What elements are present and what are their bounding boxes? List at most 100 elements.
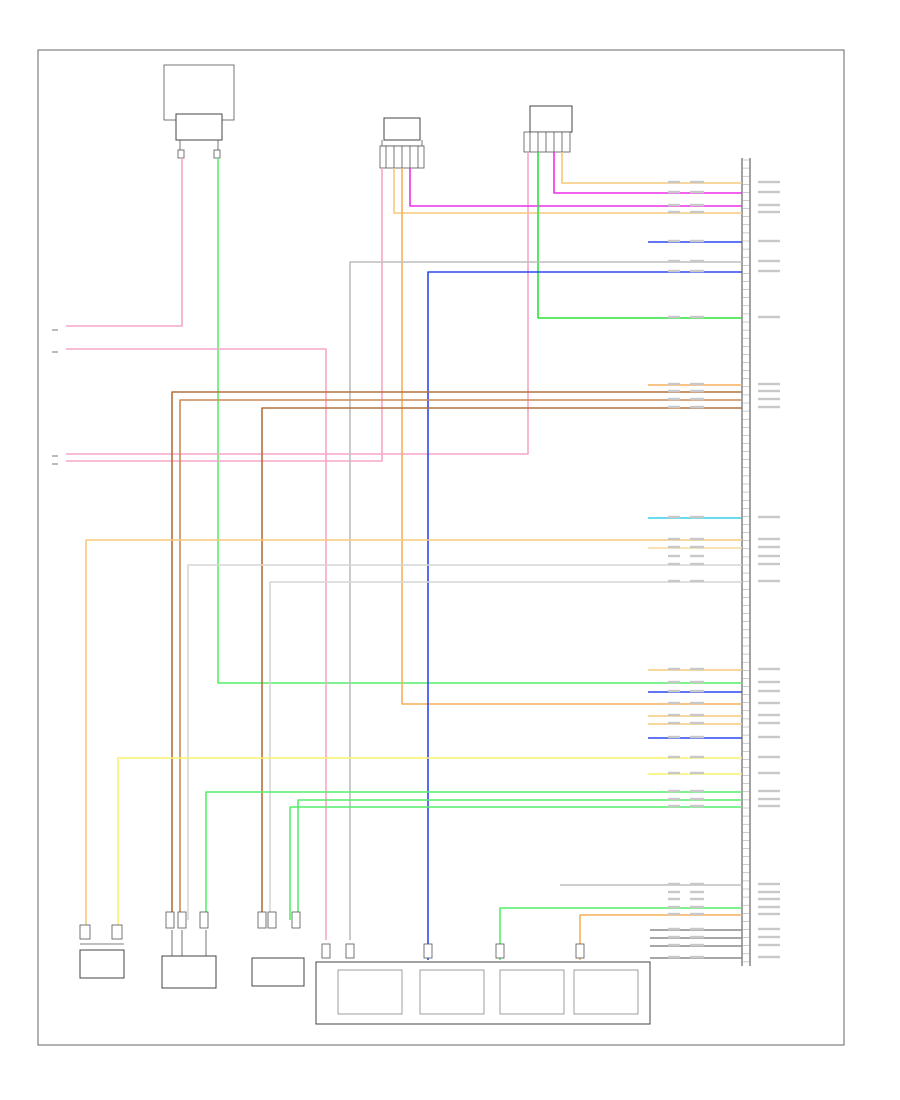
wire-label-mark [668, 701, 680, 705]
wire-label-mark [758, 554, 780, 558]
wire-label-mark [758, 537, 780, 541]
wire-label-mark [690, 912, 704, 916]
wire-label-mark [758, 882, 780, 886]
wire-label-mark [758, 203, 780, 207]
wire-layer [66, 152, 742, 960]
wire-label-mark [690, 701, 704, 705]
wire-label-mark [668, 804, 680, 808]
wire-label-mark [690, 397, 704, 401]
wire-label-mark [668, 397, 680, 401]
ecm-connector-strip [741, 158, 751, 966]
wire-label-mark [668, 713, 680, 717]
wire-label-mark [758, 210, 780, 214]
wire-brown-3 [261, 407, 742, 920]
wire-label-mark [690, 689, 704, 693]
wire-label-mark [690, 537, 704, 541]
control-module-bottom [315, 943, 651, 1025]
wire-label-mark [690, 943, 704, 947]
wire-green-5 [289, 806, 742, 920]
wire-pink-2 [66, 348, 327, 940]
wire-label-mark [690, 789, 704, 793]
wire-label-mark [758, 180, 780, 184]
wire-label-mark [668, 239, 680, 243]
wire-label-mark [690, 579, 704, 583]
wire-label-mark [758, 269, 780, 273]
wire-label-mark [690, 203, 704, 207]
wire-label-mark [668, 180, 680, 184]
wire-gray-1 [349, 261, 742, 940]
wire-label-mark [690, 239, 704, 243]
wire-label-mark [690, 315, 704, 319]
wire-tan-2 [393, 168, 742, 214]
wire-label-mark [690, 713, 704, 717]
wire-label-mark [758, 397, 780, 401]
wire-green-1 [217, 158, 742, 684]
wire-label-mark [758, 943, 780, 947]
left-edge-marks [52, 329, 58, 465]
wire-label-mark [668, 735, 680, 739]
wire-label-marks [668, 180, 780, 959]
wire-label-mark [758, 405, 780, 409]
wire-pink-3 [66, 152, 529, 455]
wire-label-mark [690, 545, 704, 549]
wire-label-mark [758, 315, 780, 319]
wire-orange-1 [401, 168, 742, 705]
wire-label-mark [690, 259, 704, 263]
wire-label-mark [690, 190, 704, 194]
wire-label-mark [668, 405, 680, 409]
wire-label-mark [758, 239, 780, 243]
wire-label-mark [758, 897, 780, 901]
wire-label-mark [690, 955, 704, 959]
wire-label-mark [668, 259, 680, 263]
wire-label-mark [758, 382, 780, 386]
wire-label-mark [758, 680, 780, 684]
wire-label-mark [668, 537, 680, 541]
component-top-left [163, 64, 235, 159]
wire-label-mark [690, 927, 704, 931]
wire-label-mark [690, 882, 704, 886]
wire-brown-1 [171, 391, 742, 920]
wire-tan-1 [561, 152, 742, 184]
wire-label-mark [690, 382, 704, 386]
wire-yellow-1 [117, 757, 742, 925]
wire-label-mark [758, 667, 780, 671]
wire-label-mark [668, 943, 680, 947]
wire-orange-2 [85, 539, 742, 925]
wire-label-mark [690, 180, 704, 184]
wire-label-mark [758, 890, 780, 894]
wire-label-mark [668, 579, 680, 583]
wire-label-mark [758, 689, 780, 693]
wire-label-mark [690, 797, 704, 801]
wire-label-mark [668, 667, 680, 671]
wire-label-mark [690, 721, 704, 725]
wire-label-mark [668, 927, 680, 931]
component-top-middle [379, 117, 425, 169]
wire-label-mark [690, 667, 704, 671]
ecm-pin-marks [742, 159, 750, 963]
wire-label-mark [690, 562, 704, 566]
wire-label-mark [668, 689, 680, 693]
wire-label-mark [668, 210, 680, 214]
wire-label-mark [690, 755, 704, 759]
wire-label-mark [668, 797, 680, 801]
wire-label-mark [690, 890, 704, 894]
wire-label-mark [758, 259, 780, 263]
wire-label-mark [668, 721, 680, 725]
wire-label-mark [758, 579, 780, 583]
wire-label-mark [668, 382, 680, 386]
diagram-frame [37, 49, 845, 1046]
wire-label-mark [690, 389, 704, 393]
wire-pink-4 [66, 168, 383, 462]
wire-label-mark [668, 389, 680, 393]
wire-label-mark [690, 897, 704, 901]
wire-label-mark [758, 713, 780, 717]
wire-label-mark [758, 190, 780, 194]
component-bottom-2 [161, 911, 217, 989]
component-bottom-3 [251, 911, 305, 987]
wire-label-mark [668, 789, 680, 793]
wire-label-mark [690, 771, 704, 775]
wire-label-mark [668, 680, 680, 684]
wire-label-mark [690, 905, 704, 909]
wire-label-mark [668, 882, 680, 886]
wire-blue-1 [427, 271, 742, 960]
